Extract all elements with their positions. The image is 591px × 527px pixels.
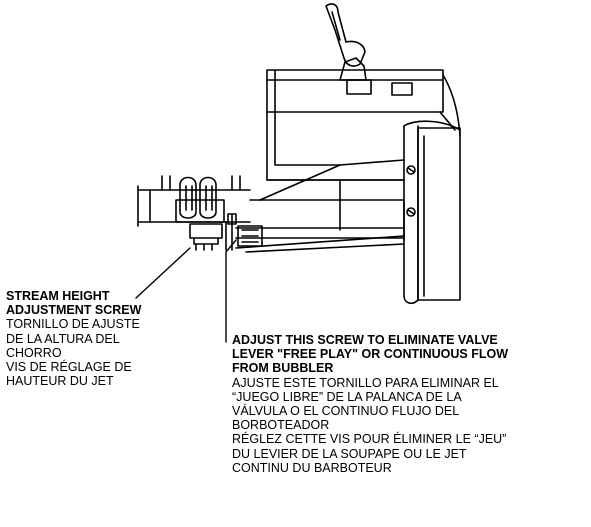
stream-height-french-line: VIS DE RÉGLAGE DE — [6, 360, 132, 375]
supply-tube — [137, 175, 251, 227]
valve-screw-title-line: LEVER "FREE PLAY" OR CONTINUOUS FLOW — [232, 347, 508, 362]
stream-height-title-line: STREAM HEIGHT — [6, 289, 110, 303]
valve-screw-spanish-line: “JUEGO LIBRE” DE LA PALANCA DE LA — [232, 389, 462, 404]
adjustment-screws — [189, 213, 263, 251]
valve-screw-spanish-line: VÁLVULA O EL CONTINUO FLUJO DEL — [232, 404, 460, 419]
upper-housing — [266, 69, 461, 136]
stream-height-title-line: ADJUSTMENT SCREW — [6, 303, 142, 318]
valve-screw-callout: ADJUST THIS SCREW TO ELIMINATE VALVE LEV… — [232, 333, 587, 475]
valve-screw-french-line: CONTINU DU BARBOTEUR — [232, 460, 392, 475]
valve-screw-title-line: ADJUST THIS SCREW TO ELIMINATE VALVE — [232, 333, 498, 347]
valve-screw-french-line: RÉGLEZ CETTE VIS POUR ÉLIMINER LE “JEU” — [232, 432, 507, 447]
stream-height-spanish-line: TORNILLO DE AJUSTE — [6, 317, 140, 332]
valve-screw-french-line: DU LEVIER DE LA SOUPAPE OU LE JET — [232, 446, 467, 461]
stream-height-spanish-line: DE LA ALTURA DEL — [6, 331, 120, 346]
stream-height-french-line: HAUTEUR DU JET — [6, 374, 114, 389]
valve-screw-title-line: FROM BUBBLER — [232, 361, 334, 376]
stream-height-callout: STREAM HEIGHT ADJUSTMENT SCREW TORNILLO … — [6, 289, 211, 388]
valve-screw-spanish-line: BORBOTEADOR — [232, 418, 330, 433]
mounting-bracket — [235, 111, 405, 253]
valve-lever — [325, 3, 367, 81]
leader-lines — [135, 239, 237, 343]
bowl-wall — [403, 120, 461, 305]
stream-height-spanish-line: CHORRO — [6, 345, 62, 360]
valve-screw-spanish-line: AJUSTE ESTE TORNILLO PARA ELIMINAR EL — [232, 375, 499, 390]
